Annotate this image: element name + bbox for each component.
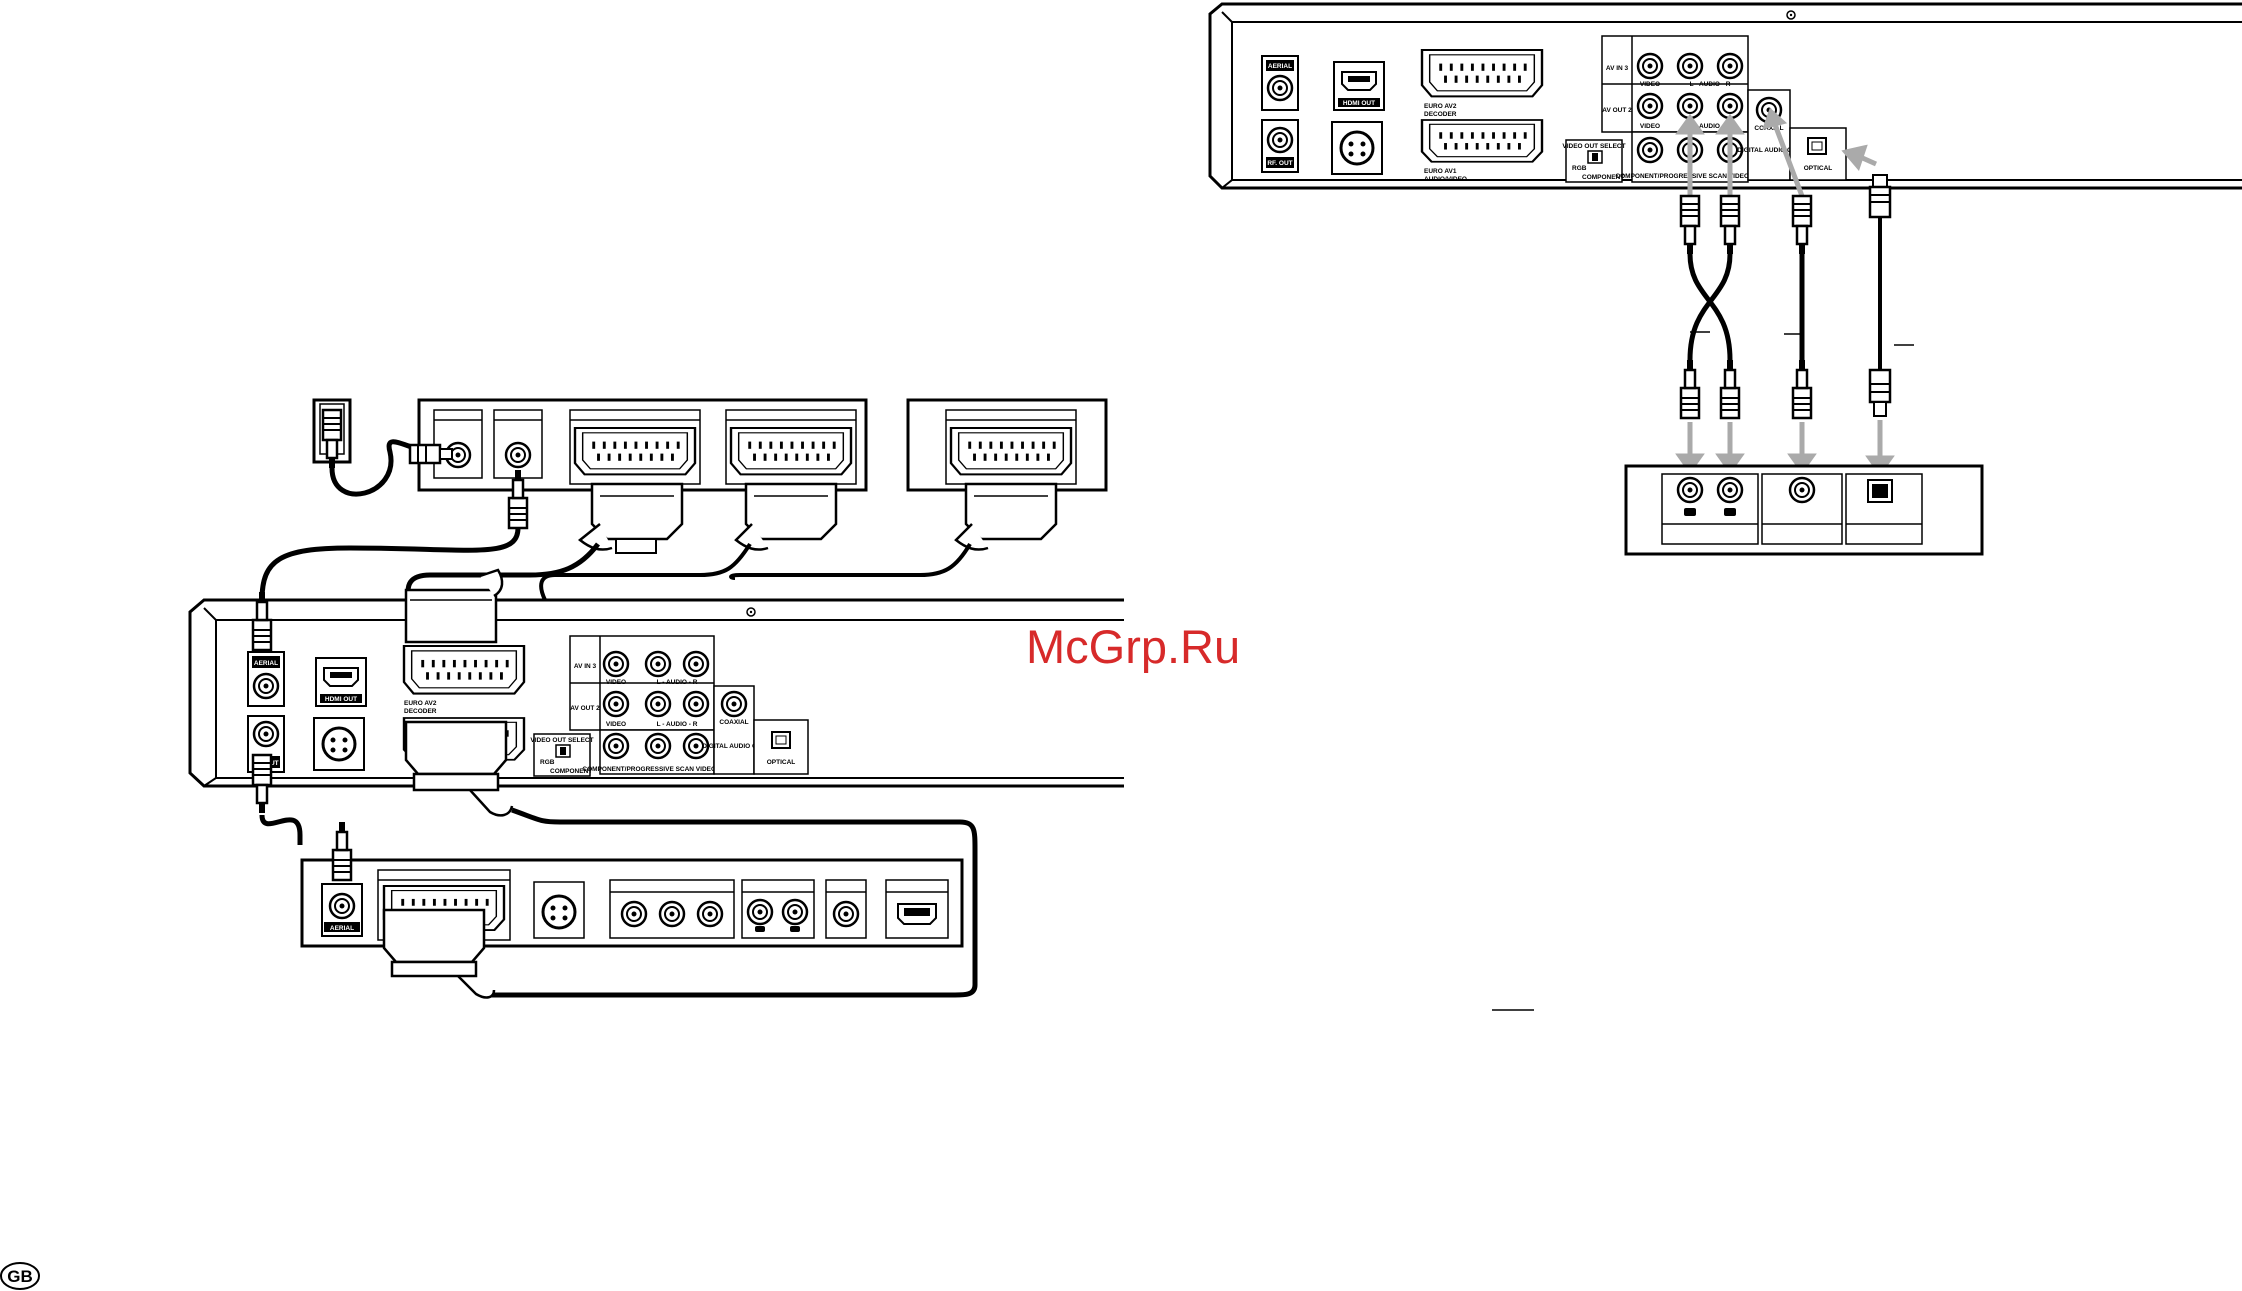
video-label-2: VIDEO <box>606 721 626 728</box>
decoder-label: DECODER <box>404 708 437 715</box>
component-label: COMPONENT <box>1582 174 1624 181</box>
scart-plug-top-2 <box>734 482 838 551</box>
page-badge: GB <box>0 1262 40 1290</box>
hdmi-out-label: HDMI OUT <box>325 696 357 703</box>
component-label: COMPONENT <box>550 768 592 775</box>
euro-av1-label: EURO AV1 <box>1424 168 1457 175</box>
tv-aerial-label: AERIAL <box>330 925 354 932</box>
av-out2-label: AV OUT 2 <box>1602 107 1632 114</box>
av-out2-label: AV OUT 2 <box>570 705 600 712</box>
scart-plug-top-1 <box>577 482 684 554</box>
rgb-label: RGB <box>1572 165 1587 172</box>
page-badge-label: GB <box>7 1267 33 1286</box>
video-out-select-label: VIDEO OUT SELECT <box>1562 143 1625 150</box>
aerial-plug-top <box>408 443 453 465</box>
recorder-rear-panel-right: AERIAL RF. OUT HDMI OUT EURO AV2 DECODER… <box>1208 2 2242 190</box>
av-in3-label: AV IN 3 <box>574 663 597 670</box>
euro-av2-label: EURO AV2 <box>404 700 437 707</box>
coaxial-label: COAXIAL <box>719 719 748 726</box>
optical-label: OPTICAL <box>1804 165 1833 172</box>
audio-label-1: L - AUDIO - R <box>1690 81 1731 88</box>
digital-audio-out-label: DIGITAL AUDIO OUT <box>702 743 765 750</box>
recorder-rear-panel-left: AERIAL RF. OUT HDMI OUT EURO AV2 DECODER <box>188 598 1124 788</box>
coaxial-label: COAXIAL <box>1754 125 1783 132</box>
scart-plug-av2 <box>404 568 504 644</box>
video-label-1: VIDEO <box>606 679 626 686</box>
optical-label: OPTICAL <box>767 759 796 766</box>
video-label-1: VIDEO <box>1640 81 1660 88</box>
av-in3-label: AV IN 3 <box>1606 65 1629 72</box>
euro-av2-label: EURO AV2 <box>1424 103 1457 110</box>
audio-label-2: L - AUDIO - R <box>657 721 698 728</box>
rf-out-label: RF. OUT <box>1267 160 1292 167</box>
wall-aerial-socket <box>312 398 352 470</box>
top-external-device <box>417 398 868 492</box>
left-connection-diagram: AERIAL RF. OUT HDMI OUT EURO AV2 DECODER <box>188 398 1124 999</box>
digital-audio-out-label: DIGITAL AUDIO OUT <box>1737 147 1800 154</box>
audio-video-label: AUDIO/VIDEO <box>1424 176 1467 183</box>
aerial-cable-wall <box>329 439 433 497</box>
scart-plug-av1 <box>404 720 514 817</box>
scart-plug-tv <box>382 908 496 999</box>
top-right-device <box>906 398 1108 551</box>
watermark: McGrp.Ru <box>1026 620 1240 673</box>
right-connection-diagram: AERIAL RF. OUT HDMI OUT EURO AV2 DECODER… <box>1208 2 2242 1011</box>
connection-arrows-up <box>1675 107 1878 197</box>
connection-arrows-down <box>1675 420 1895 477</box>
video-label-2: VIDEO <box>1640 123 1660 130</box>
audio-label-2: L - AUDIO - R <box>1690 123 1731 130</box>
rgb-label: RGB <box>540 759 555 766</box>
audio-label-1: L - AUDIO - R <box>657 679 698 686</box>
component-progressive-label: COMPONENT/PROGRESSIVE SCAN VIDEO OUT <box>582 766 731 773</box>
video-out-select-label: VIDEO OUT SELECT <box>530 737 593 744</box>
amplifier-rear-panel <box>1624 464 1984 556</box>
hdmi-out-label: HDMI OUT <box>1343 100 1375 107</box>
aerial-label: AERIAL <box>1268 63 1292 70</box>
rca-cables <box>1679 174 1892 420</box>
decoder-label: DECODER <box>1424 111 1457 118</box>
aerial-label: AERIAL <box>254 660 278 667</box>
